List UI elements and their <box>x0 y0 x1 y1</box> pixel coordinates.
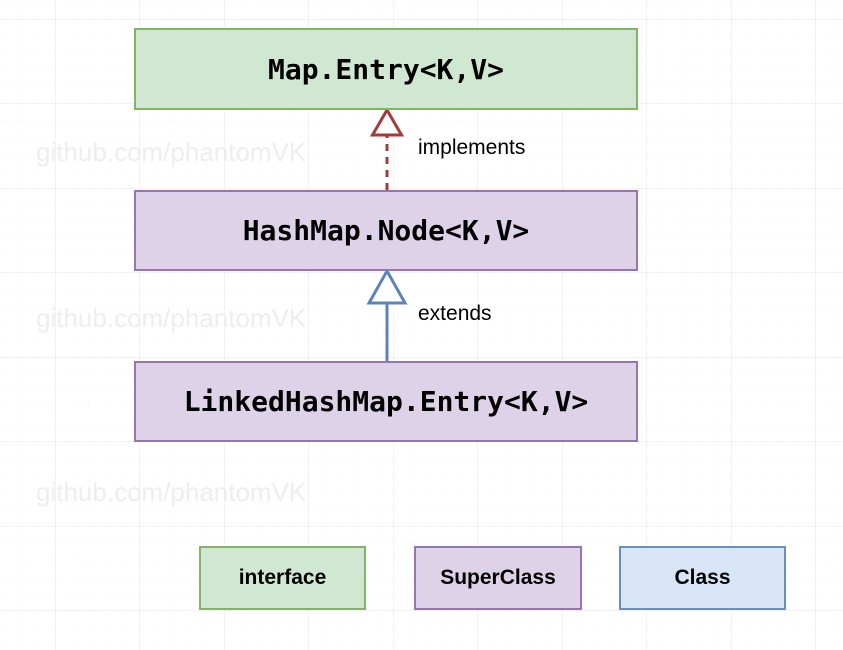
implements-edge-label: implements <box>418 136 526 159</box>
legend-item-interface[interactable]: interface <box>199 546 366 610</box>
legend-item-superclass[interactable]: SuperClass <box>414 546 582 610</box>
implements-arrowhead <box>369 107 405 137</box>
legend-item-label: Class <box>674 566 731 589</box>
uml-node-label: HashMap.Node<K,V> <box>242 214 530 247</box>
extends-arrowhead <box>366 267 408 305</box>
watermark-text: github.com/phantomVK <box>36 477 307 507</box>
legend-item-class[interactable]: Class <box>619 546 786 610</box>
watermark-text: github.com/phantomVK <box>36 303 307 333</box>
legend-item-label: interface <box>238 566 327 589</box>
watermark-text: github.com/phantomVK <box>36 137 307 167</box>
uml-node-linkedhashmap-entry[interactable]: LinkedHashMap.Entry<K,V> <box>134 361 638 442</box>
uml-node-hashmap-node[interactable]: HashMap.Node<K,V> <box>134 190 638 271</box>
uml-node-label: Map.Entry<K,V> <box>267 52 504 86</box>
legend-item-label: SuperClass <box>440 566 556 589</box>
uml-node-label: LinkedHashMap.Entry<K,V> <box>183 385 589 418</box>
extends-edge-label: extends <box>418 302 492 325</box>
uml-node-map-entry[interactable]: Map.Entry<K,V> <box>134 28 638 110</box>
